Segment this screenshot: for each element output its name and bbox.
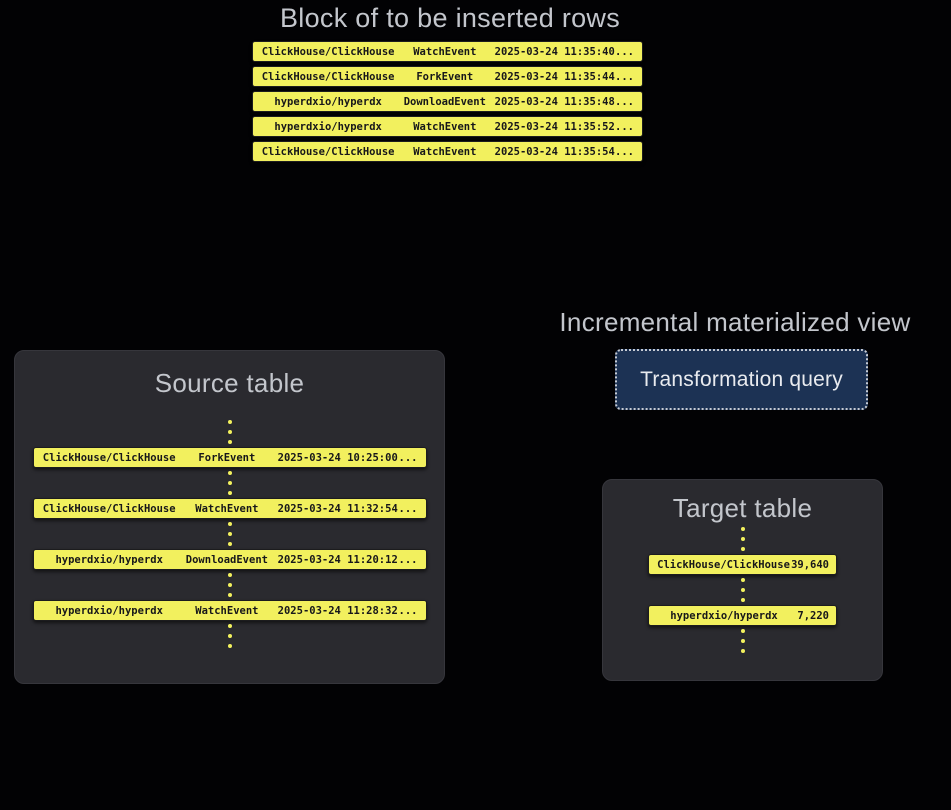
event-row: hyperdxio/hyperdx DownloadEvent 2025-03-… bbox=[32, 549, 427, 570]
inserted-rows-block: ClickHouse/ClickHouse WatchEvent 2025-03… bbox=[252, 41, 643, 166]
timestamp-cell: 2025-03-24 11:35:48 bbox=[494, 95, 615, 108]
vertical-ellipsis bbox=[227, 420, 232, 444]
repo-cell: hyperdxio/hyperdx bbox=[274, 95, 382, 108]
vertical-ellipsis bbox=[227, 522, 232, 546]
repo-cell: ClickHouse/ClickHouse bbox=[261, 45, 395, 58]
more-cell: ... bbox=[398, 502, 418, 515]
source-table-panel: Source table ClickHouse/ClickHouse ForkE… bbox=[14, 350, 445, 684]
vertical-ellipsis bbox=[227, 624, 232, 648]
timestamp-cell: 2025-03-24 11:28:32 bbox=[277, 604, 398, 617]
event-row: hyperdxio/hyperdx WatchEvent 2025-03-24 … bbox=[252, 116, 643, 137]
event-cell: ForkEvent bbox=[416, 70, 474, 83]
more-cell: ... bbox=[398, 451, 418, 464]
more-cell: ... bbox=[615, 70, 634, 83]
event-row: ClickHouse/ClickHouse WatchEvent 2025-03… bbox=[252, 41, 643, 62]
target-table-title: Target table bbox=[672, 493, 813, 523]
event-row: ClickHouse/ClickHouse WatchEvent 2025-03… bbox=[32, 498, 427, 519]
event-row: hyperdxio/hyperdx WatchEvent 2025-03-24 … bbox=[32, 600, 427, 621]
more-cell: ... bbox=[398, 604, 418, 617]
event-cell: WatchEvent bbox=[413, 120, 477, 133]
vertical-ellipsis bbox=[740, 629, 745, 653]
count-cell: 39,640 bbox=[791, 558, 829, 571]
timestamp-cell: 2025-03-24 11:35:54 bbox=[494, 145, 615, 158]
inserted-rows-title: Block of to be inserted rows bbox=[279, 3, 621, 33]
repo-cell: hyperdxio/hyperdx bbox=[55, 553, 163, 566]
timestamp-cell: 2025-03-24 11:32:54 bbox=[277, 502, 398, 515]
event-cell: WatchEvent bbox=[195, 604, 259, 617]
event-cell: WatchEvent bbox=[413, 145, 477, 158]
timestamp-cell: 2025-03-24 11:35:40 bbox=[494, 45, 615, 58]
repo-cell: hyperdxio/hyperdx bbox=[274, 120, 382, 133]
repo-cell: ClickHouse/ClickHouse bbox=[261, 145, 395, 158]
more-cell: ... bbox=[398, 553, 418, 566]
aggregate-row: hyperdxio/hyperdx 7,220 bbox=[648, 605, 837, 626]
aggregate-row: ClickHouse/ClickHouse 39,640 bbox=[648, 554, 837, 575]
source-table-title: Source table bbox=[154, 368, 305, 398]
repo-cell: ClickHouse/ClickHouse bbox=[261, 70, 395, 83]
materialized-view-title: Incremental materialized view bbox=[559, 307, 911, 337]
repo-cell: hyperdxio/hyperdx bbox=[670, 609, 778, 622]
vertical-ellipsis bbox=[740, 578, 745, 602]
event-cell: WatchEvent bbox=[413, 45, 477, 58]
more-cell: ... bbox=[615, 95, 634, 108]
timestamp-cell: 2025-03-24 11:20:12 bbox=[277, 553, 398, 566]
count-cell: 7,220 bbox=[797, 609, 829, 622]
timestamp-cell: 2025-03-24 10:25:00 bbox=[277, 451, 398, 464]
repo-cell: hyperdxio/hyperdx bbox=[55, 604, 163, 617]
timestamp-cell: 2025-03-24 11:35:52 bbox=[494, 120, 615, 133]
vertical-ellipsis bbox=[740, 527, 745, 551]
timestamp-cell: 2025-03-24 11:35:44 bbox=[494, 70, 615, 83]
vertical-ellipsis bbox=[227, 573, 232, 597]
repo-cell: ClickHouse/ClickHouse bbox=[657, 558, 790, 571]
more-cell: ... bbox=[615, 120, 634, 133]
repo-cell: ClickHouse/ClickHouse bbox=[42, 502, 176, 515]
target-table-panel: Target table ClickHouse/ClickHouse 39,64… bbox=[602, 479, 883, 681]
more-cell: ... bbox=[615, 45, 634, 58]
event-cell: DownloadEvent bbox=[185, 553, 268, 566]
transformation-query-button: Transformation query bbox=[615, 349, 868, 410]
vertical-ellipsis bbox=[227, 471, 232, 495]
repo-cell: ClickHouse/ClickHouse bbox=[42, 451, 176, 464]
event-cell: WatchEvent bbox=[195, 502, 259, 515]
event-cell: ForkEvent bbox=[198, 451, 256, 464]
more-cell: ... bbox=[615, 145, 634, 158]
event-cell: DownloadEvent bbox=[403, 95, 486, 108]
event-row: ClickHouse/ClickHouse WatchEvent 2025-03… bbox=[252, 141, 643, 162]
event-row: ClickHouse/ClickHouse ForkEvent 2025-03-… bbox=[252, 66, 643, 87]
event-row: ClickHouse/ClickHouse ForkEvent 2025-03-… bbox=[32, 447, 427, 468]
event-row: hyperdxio/hyperdx DownloadEvent 2025-03-… bbox=[252, 91, 643, 112]
